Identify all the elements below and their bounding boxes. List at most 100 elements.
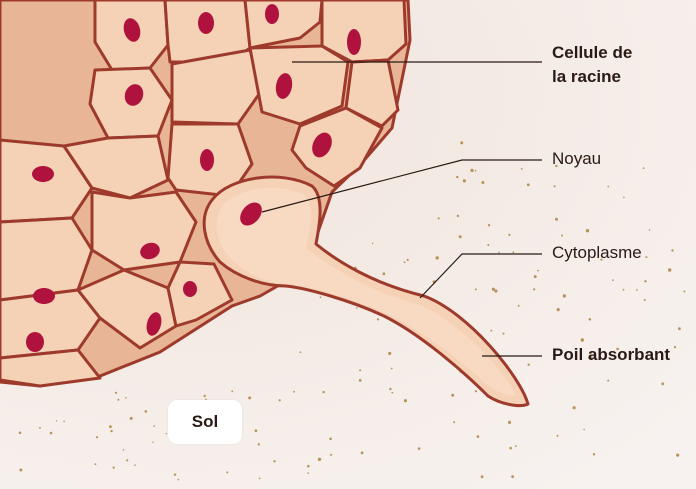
soil-grain	[96, 436, 98, 438]
soil-grain	[404, 399, 407, 402]
soil-grain	[475, 390, 477, 392]
soil-grain	[438, 217, 440, 219]
soil-grain	[125, 397, 127, 399]
soil-grain	[145, 410, 148, 413]
soil-grain	[644, 280, 646, 282]
soil-grain	[453, 421, 455, 423]
soil-grain	[498, 252, 500, 254]
soil-grain	[356, 307, 358, 309]
soil-grain	[678, 327, 681, 330]
soil-grain	[487, 244, 489, 246]
soil-grain	[115, 392, 117, 394]
soil-grain	[117, 399, 119, 401]
soil-grain	[528, 364, 530, 366]
soil-grain	[533, 288, 535, 290]
soil-grain	[361, 452, 364, 455]
soil-grain	[377, 318, 379, 320]
soil-grain	[110, 430, 112, 432]
soil-grain	[456, 176, 458, 178]
soil-grain	[477, 435, 480, 438]
soil-grain	[418, 447, 421, 450]
soil-grain	[307, 472, 309, 474]
soil-grain	[231, 390, 233, 392]
soil-grain	[389, 388, 391, 390]
soil-grain	[488, 224, 490, 226]
soil-grain	[460, 141, 463, 144]
soil-grain	[643, 167, 645, 169]
soil-grain	[674, 346, 676, 348]
soil-grain	[557, 435, 559, 437]
soil-grain	[671, 249, 673, 251]
soil-grain	[593, 453, 595, 455]
nucleus	[33, 288, 55, 304]
soil-grain	[612, 279, 614, 281]
soil-grain	[583, 429, 585, 431]
soil-grain	[109, 425, 112, 428]
soil-grain	[518, 305, 520, 307]
soil-grain	[407, 259, 409, 261]
soil-grain	[248, 396, 251, 399]
soil-grain	[623, 197, 625, 199]
soil-grain	[490, 330, 492, 332]
label-sol: Sol	[192, 412, 218, 432]
nucleus	[198, 12, 214, 34]
soil-grain	[318, 458, 321, 461]
label-poil-absorbant: Poil absorbant	[552, 344, 670, 366]
soil-grain	[259, 478, 261, 480]
soil-grain	[322, 391, 324, 393]
soil-grain	[388, 352, 391, 355]
soil-grain	[554, 185, 556, 187]
soil-grain	[50, 432, 53, 435]
soil-grain	[508, 234, 510, 236]
soil-grain	[404, 261, 406, 263]
soil-grain	[589, 318, 592, 321]
soil-grain	[511, 475, 514, 478]
soil-grain	[391, 368, 393, 370]
soil-grain	[436, 256, 439, 259]
soil-grain	[457, 215, 459, 217]
soil-grain	[293, 391, 295, 393]
soil-grain	[607, 186, 609, 188]
soil-grain	[359, 379, 362, 382]
soil-grain	[130, 417, 133, 420]
soil-grain	[19, 469, 22, 472]
soil-grain	[668, 268, 671, 271]
nucleus	[200, 149, 214, 171]
soil-grain	[509, 447, 512, 450]
soil-grain	[359, 369, 361, 371]
soil-grain	[586, 229, 589, 232]
soil-grain	[56, 420, 57, 421]
soil-grain	[470, 169, 473, 172]
soil-grain	[676, 454, 679, 457]
soil-grain	[555, 218, 558, 221]
soil-grain	[503, 333, 505, 335]
soil-grain	[661, 382, 664, 385]
soil-grain	[494, 289, 497, 292]
soil-grain	[644, 299, 646, 301]
soil-grain	[451, 394, 454, 397]
soil-grain	[153, 425, 155, 427]
soil-grain	[573, 406, 576, 409]
soil-grain	[683, 291, 685, 293]
soil-grain	[561, 235, 563, 237]
soil-grain	[534, 275, 537, 278]
soil-grain	[391, 392, 393, 394]
label-noyau: Noyau	[552, 148, 601, 170]
soil-label-box: Sol	[168, 400, 242, 444]
soil-grain	[273, 460, 275, 462]
soil-grain	[258, 443, 260, 445]
soil-grain	[475, 288, 477, 290]
cell	[92, 192, 196, 270]
label-cytoplasme: Cytoplasme	[552, 242, 642, 264]
cell	[0, 218, 92, 300]
soil-grain	[537, 270, 539, 272]
soil-grain	[123, 449, 125, 451]
nucleus	[347, 29, 361, 55]
soil-grain	[383, 272, 386, 275]
soil-grain	[174, 473, 176, 475]
soil-grain	[508, 421, 511, 424]
soil-grain	[475, 170, 477, 172]
soil-grain	[126, 459, 128, 461]
soil-grain	[39, 427, 41, 429]
soil-grain	[178, 479, 180, 481]
